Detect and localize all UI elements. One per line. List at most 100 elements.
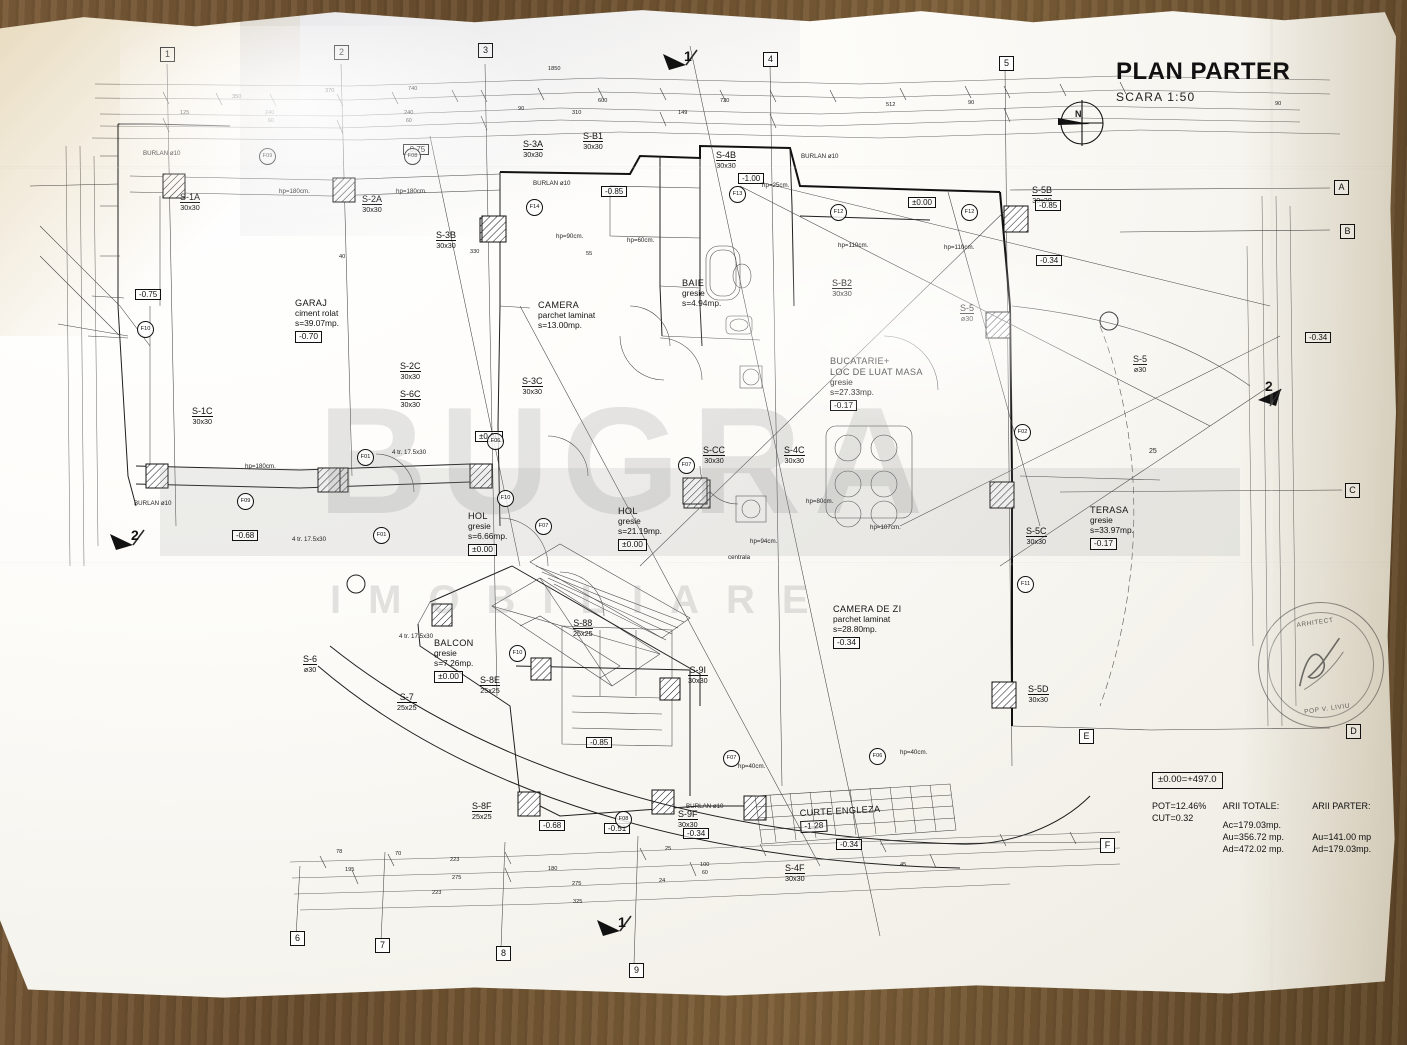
tag-F11[interactable]: F11 — [1017, 576, 1034, 593]
tag-F02[interactable]: F02 — [1014, 424, 1031, 441]
grid-bubble-F[interactable]: F — [1100, 838, 1115, 853]
walls-lower-block — [417, 565, 760, 817]
dim-bot-7: 275 — [572, 881, 582, 887]
room-finish: ciment rolat — [295, 307, 339, 318]
site-boundary-left — [29, 183, 151, 347]
tag-F09-a[interactable]: F09 — [259, 148, 276, 165]
grid-bubble-E[interactable]: E — [1079, 729, 1094, 744]
note-hp-180-b: hp=180cm. — [396, 188, 427, 195]
room-label-bucatarie: BUCATARIE+ LOC DE LUAT MASA gresie s=27.… — [830, 356, 923, 412]
arii-parter-ad: Ad=179.03mp. — [1312, 844, 1372, 855]
section-mark-left: 2 — [131, 527, 139, 543]
stamp-signature-icon — [1298, 637, 1344, 691]
room-label-camera-de-zi: CAMERA DE ZI parchet laminat s=28.80mp. … — [833, 604, 901, 649]
elevation-mark-5c: -0.34 — [683, 828, 710, 839]
room-name: GARAJ — [295, 298, 328, 308]
column-S-5B — [1003, 205, 1029, 233]
tag-F08-a[interactable]: F08 — [404, 148, 421, 165]
dim-bot-10: 60 — [702, 870, 708, 876]
grid-bubble-4[interactable]: 4 — [763, 52, 778, 67]
fixture-toilet — [732, 263, 752, 289]
tag-F07-c[interactable]: F07 — [678, 457, 695, 474]
grid-bubble-3[interactable]: 3 — [478, 43, 493, 58]
grid-bubble-A[interactable]: A — [1334, 180, 1349, 195]
tag-F01[interactable]: F01 — [357, 449, 374, 466]
arii-totale-au: Au=356.72 mp. — [1222, 832, 1284, 843]
grid-bubble-7[interactable]: 7 — [375, 938, 390, 953]
grid-bubble-9[interactable]: 9 — [629, 963, 644, 978]
room-elevation: -0.70 — [295, 330, 323, 343]
note-hp-180-a: hp=180cm. — [279, 188, 310, 195]
north-arrow-icon: N — [1058, 100, 1104, 146]
dimension-chain-right — [1246, 195, 1297, 727]
grid-bubble-8[interactable]: 8 — [496, 946, 511, 961]
dim-top-6: 720 — [720, 98, 730, 104]
grid-bubble-C[interactable]: C — [1345, 483, 1360, 498]
tag-F06-b[interactable]: F06 — [869, 748, 886, 765]
room-name: CAMERA — [538, 300, 580, 310]
elevation-mark-5b: -0.34 — [1305, 332, 1332, 343]
section-mark-bottom: 1 — [618, 914, 626, 930]
staircase — [491, 543, 691, 687]
dim-sec-6: 60 — [406, 118, 412, 124]
column-S-8F — [517, 791, 541, 817]
tag-F10-c[interactable]: F10 — [137, 321, 154, 338]
note-dim-25: 25 — [1149, 448, 1157, 455]
tag-F08-b[interactable]: F08 — [615, 811, 632, 828]
note-trepte-a: 4 tr. 17.5x30 — [392, 449, 427, 456]
note-hp-80: hp=80cm. — [806, 498, 834, 505]
tag-F12-a[interactable]: F12 — [830, 204, 847, 221]
room-finish: gresie — [618, 515, 641, 526]
tag-F07-b[interactable]: F07 — [723, 750, 740, 767]
tag-F13[interactable]: F13 — [729, 186, 746, 203]
tag-F06[interactable]: F06 — [487, 433, 504, 450]
tag-F09-b[interactable]: F09 — [237, 493, 254, 510]
grid-bubble-2[interactable]: 2 — [334, 45, 349, 60]
note-hp-110-b: hp=110cm. — [944, 244, 975, 251]
dim-sec-7: 330 — [470, 249, 480, 255]
tag-F12-b[interactable]: F12 — [961, 204, 978, 221]
dim-bot-1: 70 — [395, 851, 402, 857]
note-centrala: centrala — [728, 554, 751, 561]
arii-parter-au: Au=141.00 mp — [1312, 831, 1372, 842]
terrace-circle — [1099, 311, 1119, 331]
room-name: BUCATARIE+ — [830, 356, 890, 366]
arii-parter-heading: ARII PARTER: — [1312, 800, 1371, 811]
grid-bubble-5[interactable]: 5 — [999, 56, 1014, 71]
elevation-mark-7: -0.68 — [232, 530, 259, 541]
room-label-terasa: TERASA gresie s=33.97mp. -0.17 — [1090, 505, 1134, 550]
room-area: s=4.94mp. — [682, 297, 722, 308]
column-S-9I — [659, 677, 681, 701]
tag-F10-a[interactable]: F10 — [497, 490, 514, 507]
grid-bubble-6[interactable]: 6 — [290, 931, 305, 946]
grid-bubble-B[interactable]: B — [1340, 224, 1355, 239]
column-S-3A — [481, 215, 507, 243]
elevation-mark-3: -1.00 — [738, 173, 765, 184]
room-label-balcon: BALCON gresie s=7.26mp. ±0.00 — [434, 638, 474, 683]
tag-F10-b[interactable]: F10 — [509, 645, 526, 662]
areas-legend: ±0.00=+497.0 POT=12.46% CUT=0.32 ARII TO… — [1152, 772, 1388, 855]
tag-F14[interactable]: F14 — [526, 199, 543, 216]
grid-bubble-1[interactable]: 1 — [160, 47, 175, 62]
room-elevation: ±0.00 — [434, 670, 463, 683]
column-S-5D — [991, 681, 1017, 709]
dim-bot-11: 45 — [900, 862, 907, 868]
grid-bubble-D[interactable]: D — [1346, 724, 1361, 739]
dim-top-5: 149 — [678, 110, 688, 116]
dim-sec-8: 55 — [586, 251, 593, 257]
dimension-ticks-bottom — [319, 831, 1077, 885]
tag-F01-b[interactable]: F01 — [373, 527, 390, 544]
tag-F07-a[interactable]: F07 — [535, 518, 552, 535]
